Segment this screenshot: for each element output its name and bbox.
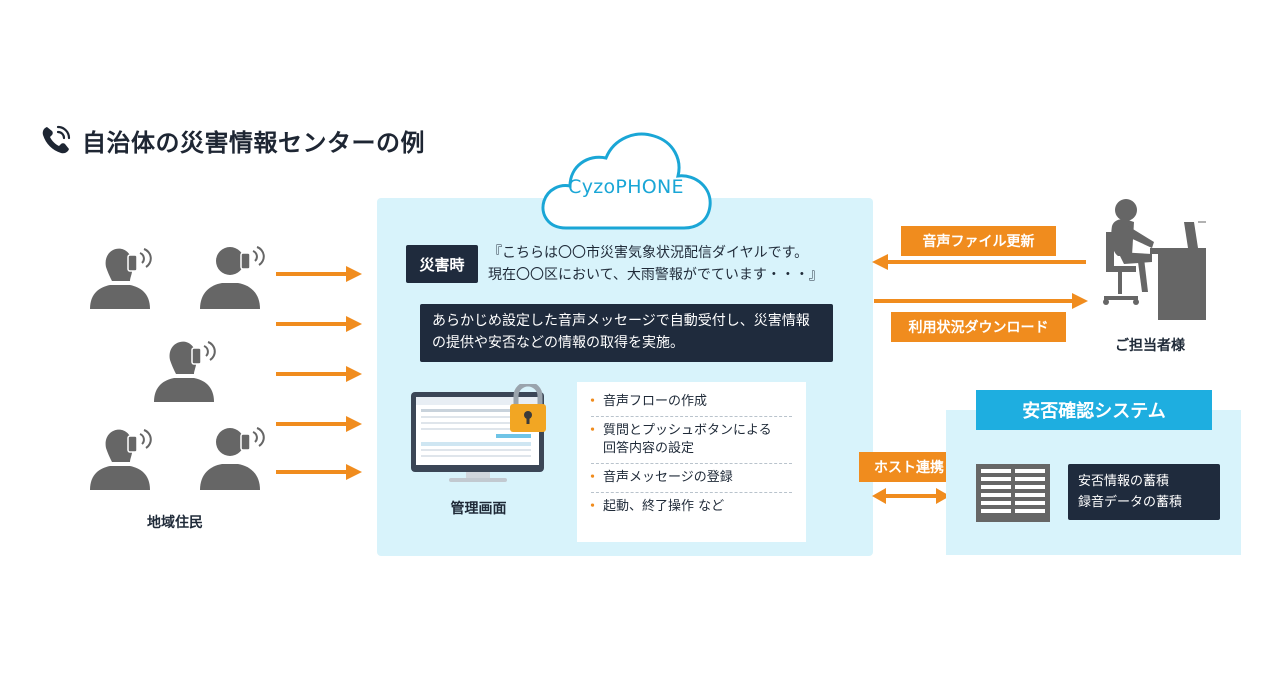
resident-female-icon <box>90 248 152 309</box>
resident-male-icon <box>200 246 265 309</box>
auto-response-box: あらかじめ設定した音声メッセージで自動受付し、災害情報 の提供や安否などの情報の… <box>420 304 833 362</box>
arrow-right-icon <box>276 266 362 282</box>
feature-item: 音声フローの作成 <box>586 388 792 417</box>
resident-female-icon <box>90 429 152 490</box>
page-title: 自治体の災害情報センターの例 <box>82 128 425 157</box>
disaster-badge: 災害時 <box>406 245 478 283</box>
host-link-tag: ホスト連携 <box>859 452 959 482</box>
management-screen-label: 管理画面 <box>450 501 507 517</box>
audio-update-tag: 音声ファイル更新 <box>901 226 1056 256</box>
disaster-message: 『こちらは〇〇市災害気象状況配信ダイヤルです。 現在〇〇区において、大雨警報がで… <box>488 242 858 286</box>
management-screen-icon <box>411 384 546 482</box>
title-area: 自治体の災害情報センターの例 <box>38 122 425 158</box>
cloud-icon <box>541 132 712 230</box>
disaster-message-line1: 『こちらは〇〇市災害気象状況配信ダイヤルです。 <box>488 245 809 261</box>
feature-item: 質問とプッシュボタンによる 回答内容の設定 <box>586 417 792 464</box>
cloud-label: CyzoPHONE <box>568 176 684 198</box>
safety-info-line1: 安否情報の蓄積 <box>1078 474 1170 489</box>
residents-label: 地域住民 <box>147 515 203 531</box>
resident-male-icon <box>200 427 265 490</box>
staff-label: ご担当者様 <box>1115 338 1185 354</box>
usage-download-tag: 利用状況ダウンロード <box>891 312 1066 342</box>
auto-response-line2: の提供や安否などの情報の取得を実施。 <box>432 335 684 351</box>
safety-system-title: 安否確認システム <box>976 390 1212 430</box>
arrow-right-icon <box>874 293 1088 309</box>
arrow-right-icon <box>276 316 362 332</box>
feature-item: 音声メッセージの登録 <box>586 464 792 493</box>
staff-arrows <box>872 254 1088 309</box>
arrow-right-icon <box>276 464 362 480</box>
residents-arrows <box>276 266 362 480</box>
database-icon <box>976 464 1050 522</box>
resident-female-icon <box>154 341 216 402</box>
feature-item: 起動、終了操作 など <box>586 493 792 521</box>
arrow-left-icon <box>872 254 1086 270</box>
safety-info-line2: 録音データの蓄積 <box>1078 495 1183 510</box>
phone-icon <box>42 125 71 154</box>
disaster-message-line2: 現在〇〇区において、大雨警報がでています・・・』 <box>488 267 823 283</box>
arrow-right-icon <box>276 366 362 382</box>
safety-info-box: 安否情報の蓄積 録音データの蓄積 <box>1068 464 1220 520</box>
double-arrow-icon <box>872 488 950 504</box>
feature-list: 音声フローの作成 質問とプッシュボタンによる 回答内容の設定 音声メッセージの登… <box>577 382 806 542</box>
staff-at-desk-icon <box>1103 199 1206 320</box>
lock-icon <box>510 384 546 432</box>
arrow-right-icon <box>276 416 362 432</box>
auto-response-line1: あらかじめ設定した音声メッセージで自動受付し、災害情報 <box>432 313 810 329</box>
